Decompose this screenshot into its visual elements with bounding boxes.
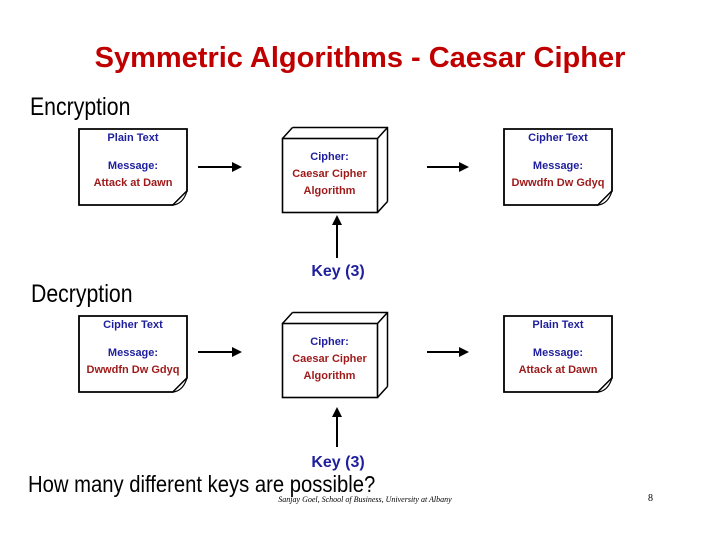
decryption-output-arrow-icon: [427, 345, 469, 359]
footer-credit: Sanjay Goel, School of Business, Univers…: [278, 495, 452, 504]
encryption-key-label: Key (3): [311, 263, 365, 280]
cipher-box-line1: Cipher:: [310, 151, 349, 163]
note-message-label: Message:: [107, 160, 159, 172]
folded-page-icon: [503, 315, 613, 393]
page-number: 8: [648, 493, 653, 504]
cube-shape-icon: [281, 126, 389, 214]
cipher-box-line2: Caesar Cipher: [292, 168, 367, 180]
folded-page-icon: [503, 128, 613, 206]
encryption-heading: Encryption: [30, 93, 131, 121]
note-message-value: Attack at Dawn: [518, 364, 598, 376]
folded-page-icon: [78, 315, 188, 393]
encryption-cipher-box: Cipher: Caesar Cipher Algorithm: [281, 115, 389, 214]
cipher-box-line3: Algorithm: [303, 185, 356, 197]
encryption-output-arrow-icon: [427, 160, 469, 174]
encryption-ciphertext-note: Cipher Text Message: Dwwdfn Dw Gdyq: [503, 128, 613, 206]
cipher-box-line3: Algorithm: [303, 370, 356, 382]
cipher-box-line1: Cipher:: [310, 336, 349, 348]
decryption-cipher-box: Cipher: Caesar Cipher Algorithm: [281, 300, 389, 399]
note-title: Cipher Text: [528, 132, 588, 144]
question-text: How many different keys are possible?: [28, 471, 376, 497]
encryption-plaintext-note: Plain Text Message: Attack at Dawn: [78, 128, 188, 206]
encryption-key-arrow-icon: [330, 215, 344, 258]
note-message-label: Message:: [532, 347, 584, 359]
decryption-input-arrow-icon: [198, 345, 242, 359]
note-title: Plain Text: [532, 319, 584, 331]
note-title: Cipher Text: [103, 319, 163, 331]
encryption-input-arrow-icon: [198, 160, 242, 174]
slide-title: Symmetric Algorithms - Caesar Cipher: [94, 42, 626, 74]
note-message-value: Dwwdfn Dw Gdyq: [511, 177, 605, 189]
decryption-ciphertext-note: Cipher Text Message: Dwwdfn Dw Gdyq: [78, 315, 188, 393]
note-message-value: Attack at Dawn: [93, 177, 173, 189]
decryption-plaintext-note: Plain Text Message: Attack at Dawn: [503, 315, 613, 393]
note-message-label: Message:: [532, 160, 584, 172]
note-message-label: Message:: [107, 347, 159, 359]
decryption-heading: Decryption: [31, 280, 133, 308]
note-title: Plain Text: [107, 132, 159, 144]
note-message-value: Dwwdfn Dw Gdyq: [86, 364, 180, 376]
decryption-key-label: Key (3): [311, 454, 365, 471]
folded-page-icon: [78, 128, 188, 206]
cipher-box-line2: Caesar Cipher: [292, 353, 367, 365]
decryption-key-arrow-icon: [330, 407, 344, 447]
cube-shape-icon: [281, 311, 389, 399]
